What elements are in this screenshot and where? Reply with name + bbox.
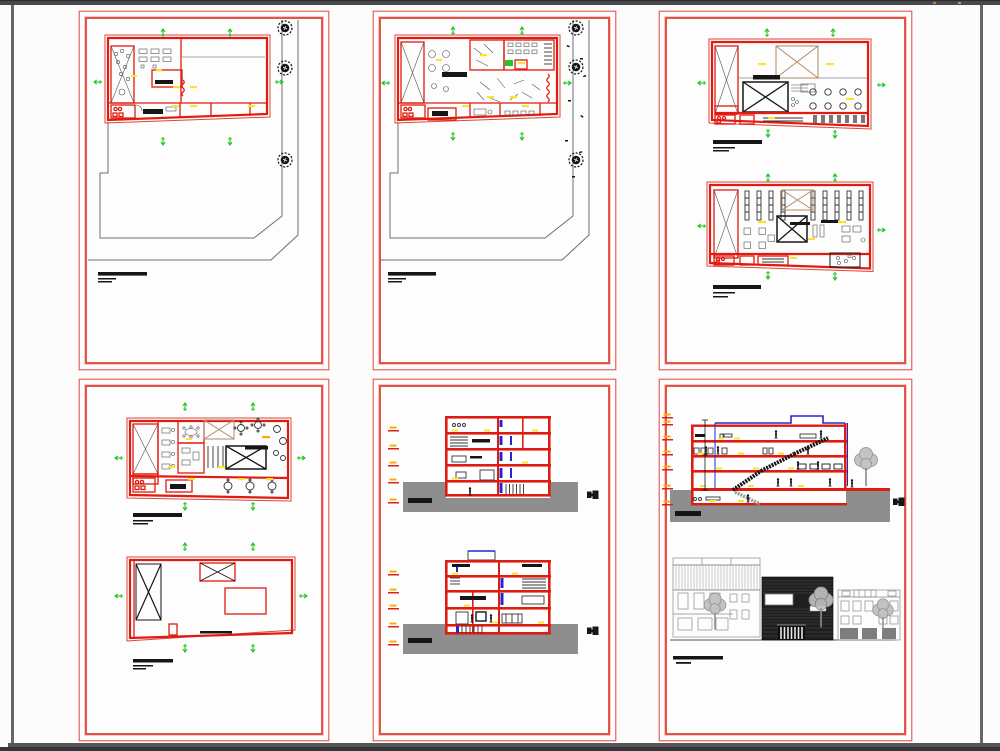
- section-a: [388, 414, 599, 512]
- sheet-border: [658, 378, 913, 742]
- level-markers: [388, 426, 399, 504]
- sheet-4-drawing: [78, 378, 330, 742]
- titlebar-dot-amber: [933, 2, 936, 4]
- title-block: [675, 511, 701, 516]
- slab-highlights: [698, 437, 804, 502]
- shelf-stacks: [744, 190, 864, 221]
- reading-tables: [743, 227, 775, 249]
- slab-highlights: [452, 429, 538, 480]
- drawing-frame-right-rule: [980, 5, 983, 743]
- titlebar-dot-gray: [958, 2, 961, 4]
- sheet-1-drawing: [78, 10, 330, 371]
- blue-openings: [456, 564, 504, 633]
- stairs: [731, 436, 829, 506]
- office-plan: [114, 402, 306, 525]
- sheet-border: [372, 378, 617, 742]
- desks: [138, 48, 172, 69]
- bar-stools: [813, 115, 865, 123]
- blue-openings: [499, 420, 512, 493]
- lower-strip: [400, 103, 541, 121]
- drawing-frame-left-rule: [11, 5, 14, 743]
- entry-railing: [777, 624, 806, 640]
- right-facade: [837, 589, 901, 641]
- dark-facade: [761, 576, 834, 641]
- section-symbol: [587, 490, 599, 499]
- title-block: [408, 638, 432, 643]
- lower-strip: [713, 252, 861, 268]
- section-symbol: [587, 626, 599, 635]
- sheet-4: [78, 378, 330, 742]
- highlight-dashes: [436, 54, 529, 108]
- round-tables: [233, 417, 287, 461]
- lower-strip: [132, 477, 277, 494]
- dimension-line: [702, 419, 708, 491]
- round-tables: [428, 50, 450, 92]
- street-trees: [277, 20, 293, 168]
- dining-chairs: [809, 88, 862, 110]
- title-block: [713, 140, 762, 152]
- long-section: [662, 413, 905, 522]
- office-desks: [161, 427, 175, 470]
- title-block: [133, 659, 173, 670]
- highlight-dashes: [758, 63, 854, 119]
- axis-markers: [381, 26, 572, 141]
- slab-highlights: [452, 572, 544, 624]
- floor-slabs: [445, 416, 551, 497]
- title-block: [133, 513, 182, 525]
- highlight-dashes: [758, 221, 846, 259]
- window-titlebar: [0, 0, 1000, 5]
- parapet: [715, 415, 845, 424]
- title-block: [98, 272, 147, 283]
- sidewalk-marks: [565, 45, 587, 178]
- interior-marks: [693, 433, 843, 501]
- window-statusbar-upper: [8, 743, 1000, 747]
- green-storage-box: [505, 60, 513, 66]
- sheet-1: [78, 10, 330, 371]
- upper-plan: [697, 28, 886, 152]
- street-trees: [568, 20, 584, 168]
- section-b: [388, 550, 599, 654]
- floor-slabs: [445, 560, 551, 635]
- axis-markers: [114, 402, 306, 511]
- building-plan: [104, 34, 271, 124]
- window: [764, 593, 794, 606]
- lower-strip: [714, 114, 865, 125]
- sheet-border: [372, 10, 617, 371]
- sheet-3: [658, 10, 913, 371]
- sheet-6: [658, 378, 913, 742]
- highlight-dashes: [131, 69, 255, 108]
- site-tree: [853, 446, 879, 487]
- title-block: [388, 272, 436, 283]
- left-facade: [672, 557, 761, 638]
- level-markers: [388, 570, 399, 646]
- floor-slabs: [691, 423, 890, 506]
- title-block: [408, 498, 432, 503]
- sheet-border: [78, 378, 330, 742]
- sheet-2-drawing: [372, 10, 617, 371]
- building-plan: [394, 34, 561, 124]
- sheet-3-drawing: [658, 10, 913, 371]
- sheet-2: [372, 10, 617, 371]
- title-block: [673, 656, 723, 664]
- interior-fittings: [450, 423, 524, 497]
- sheet-5: [372, 378, 617, 742]
- site-boundary: [380, 20, 590, 261]
- site-boundary: [88, 20, 299, 261]
- interior-fittings: [450, 564, 546, 633]
- window-statusbar: [0, 747, 1000, 751]
- title-block: [713, 285, 761, 298]
- sheet-6-drawing: [658, 378, 913, 742]
- lower-plan: [697, 173, 886, 298]
- sheet-border: [78, 10, 330, 371]
- section-symbol: [893, 497, 905, 506]
- sheet-5-drawing: [372, 378, 617, 742]
- highlight-dashes: [168, 438, 273, 481]
- roof-plan: [114, 542, 308, 670]
- street-elevation: [670, 557, 901, 664]
- scatter-strokes: [476, 77, 541, 103]
- sheet-border: [658, 10, 913, 371]
- left-tree: [703, 592, 727, 631]
